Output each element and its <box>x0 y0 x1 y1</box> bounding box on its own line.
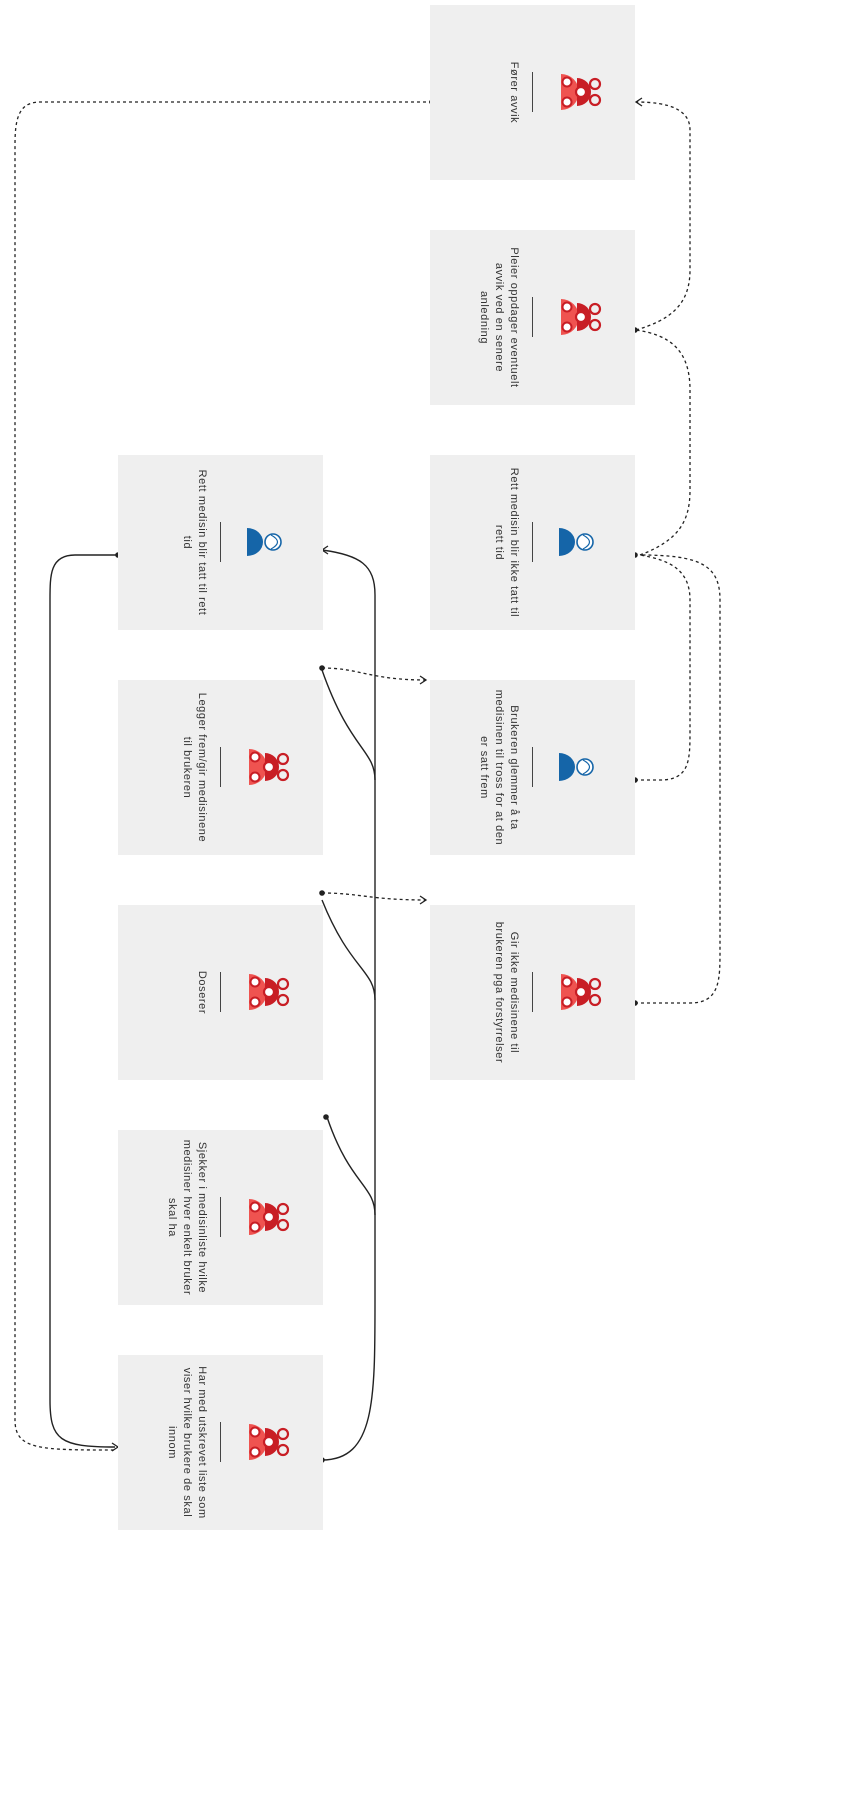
connector-arrowhead <box>419 895 428 905</box>
step-card-3: Doserer <box>118 905 323 1080</box>
step-card-9: Pleier oppdager eventuelt avvik ved en s… <box>430 230 635 405</box>
link-s3-s6 <box>321 892 427 901</box>
nurse-team-icon <box>557 972 605 1012</box>
link-s2-s3 <box>321 899 376 1215</box>
patient-icon <box>557 747 605 787</box>
link-s10-s1 <box>14 101 432 1451</box>
step-label: Doserer <box>196 970 208 1015</box>
nurse-team-icon <box>245 747 293 787</box>
nurse-team-icon <box>245 972 293 1012</box>
patient-icon <box>557 522 605 562</box>
separator-line <box>220 972 221 1012</box>
step-label: Har med utskrevet liste som viser hvilke… <box>166 1366 208 1519</box>
separator-line <box>532 297 533 337</box>
step-label: Sjekker i medisinliste hvilke medisiner … <box>166 1139 208 1296</box>
nurse-team-icon <box>557 297 605 337</box>
separator-line <box>220 1197 221 1237</box>
nurse-team-icon <box>245 1197 293 1237</box>
separator-line <box>220 522 221 562</box>
step-label: Pleier oppdager eventuelt avvik ved en s… <box>478 247 520 388</box>
separator-line <box>220 747 221 787</box>
connector-arrowhead <box>419 675 428 685</box>
step-card-2: Sjekker i medisinliste hvilke medisiner … <box>118 1130 323 1305</box>
link-s6-s8 <box>635 554 721 1004</box>
step-label: Rett medisin blir tatt til rett tid <box>181 469 208 616</box>
step-card-5: Rett medisin blir tatt til rett tid <box>118 455 323 630</box>
step-card-8: Rett medisin blir ikke tatt til rett tid <box>430 455 635 630</box>
link-s4-s5 <box>321 549 376 780</box>
separator-line <box>532 522 533 562</box>
link-s5-s1 <box>49 554 118 1448</box>
nurse-team-icon <box>557 72 605 112</box>
step-card-10: Fører avvik <box>430 5 635 180</box>
separator-line <box>532 747 533 787</box>
step-label: Gir ikke medisinene til brukeren pga for… <box>493 921 520 1064</box>
step-card-1: Har med utskrevet liste som viser hvilke… <box>118 1355 323 1530</box>
step-card-4: Legger frem/gir medisinene til brukeren <box>118 680 323 855</box>
nurse-team-icon <box>245 1422 293 1462</box>
connector-arrowhead <box>634 97 643 107</box>
step-card-7: Brukeren glemmer å ta medisinen til tros… <box>430 680 635 855</box>
step-card-6: Gir ikke medisinene til brukeren pga for… <box>430 905 635 1080</box>
step-label: Legger frem/gir medisinene til brukeren <box>181 692 208 843</box>
step-label: Brukeren glemmer å ta medisinen til tros… <box>478 689 520 846</box>
link-s8-s9 <box>635 329 691 556</box>
separator-line <box>532 972 533 1012</box>
step-label: Rett medisin blir ikke tatt til rett tid <box>493 467 520 618</box>
link-s4-s7 <box>321 667 427 681</box>
step-label: Fører avvik <box>508 61 520 124</box>
separator-line <box>220 1422 221 1462</box>
link-s9-s10 <box>635 101 691 331</box>
link-s7-s8 <box>635 554 691 781</box>
patient-icon <box>245 522 293 562</box>
separator-line <box>532 72 533 112</box>
link-s1-s2 <box>321 1116 376 1461</box>
connector-start-dot <box>323 1114 329 1120</box>
